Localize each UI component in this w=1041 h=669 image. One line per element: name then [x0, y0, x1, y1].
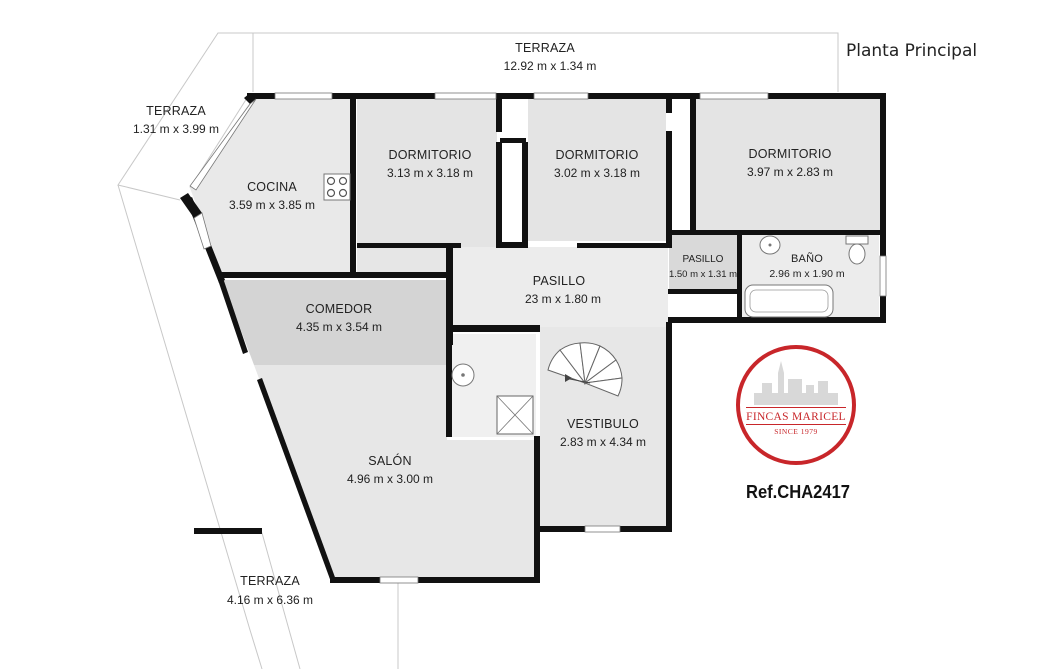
toilet-icon — [848, 243, 866, 265]
dormitorio2-floor — [528, 98, 666, 241]
window — [533, 92, 589, 100]
terraza-top-label: TERRAZA — [515, 41, 575, 55]
pasillo-small-label: PASILLO — [683, 254, 724, 265]
pasillo-main-floor — [450, 247, 668, 327]
bathtub-icon — [744, 284, 834, 318]
terraza-bottom-label: TERRAZA — [240, 574, 300, 588]
window — [274, 92, 333, 100]
dormitorio3-label: DORMITORIO — [748, 147, 831, 161]
dormitorio3-dims: 3.97 m x 2.83 m — [747, 165, 833, 179]
plan-title: Planta Principal — [846, 41, 978, 61]
spiral-staircase-icon — [547, 342, 623, 397]
dormitorio2-dims: 3.02 m x 3.18 m — [554, 166, 640, 180]
comedor-label: COMEDOR — [306, 302, 373, 316]
cocina-label: COCINA — [247, 180, 297, 194]
pasillo-main-label: PASILLO — [533, 274, 586, 288]
window — [193, 212, 212, 250]
window — [699, 92, 769, 100]
window — [434, 92, 497, 100]
room-labels: TERRAZA 12.92 m x 1.34 m TERRAZA 1.31 m … — [133, 41, 845, 607]
terraza-top-dims: 12.92 m x 1.34 m — [504, 59, 597, 73]
salon-dims: 4.96 m x 3.00 m — [347, 472, 433, 486]
dormitorio1-floor — [357, 98, 497, 248]
comedor-dims: 4.35 m x 3.54 m — [296, 320, 382, 334]
bano-dims: 2.96 m x 1.90 m — [769, 268, 845, 280]
window — [879, 255, 887, 297]
terraza-bottom-dims: 4.16 m x 6.36 m — [227, 593, 313, 607]
cocina-dims: 3.59 m x 3.85 m — [229, 198, 315, 212]
pasillo-main-dims: 23 m x 1.80 m — [525, 292, 601, 306]
pasillo-small-dims: 1.50 m x 1.31 m — [669, 269, 737, 280]
terraza-left-label: TERRAZA — [146, 104, 206, 118]
logo-since: SINCE 1979 — [774, 427, 818, 436]
cocina-floor — [190, 98, 352, 273]
salon-floor — [254, 365, 535, 578]
windows — [189, 92, 887, 584]
window — [584, 525, 621, 533]
stove-icon — [323, 173, 351, 201]
toilet-tank-icon — [845, 235, 869, 245]
walls — [180, 93, 886, 583]
dormitorio1-label: DORMITORIO — [388, 148, 471, 162]
comedor-floor — [222, 280, 447, 365]
terraza-left-dims: 1.31 m x 3.99 m — [133, 122, 219, 136]
fixtures — [323, 173, 869, 435]
fincas-maricel-logo: FINCAS MARICEL SINCE 1979 — [736, 345, 856, 465]
reference-code: Ref.CHA2417 — [746, 482, 851, 502]
dormitorio1-dims: 3.13 m x 3.18 m — [387, 166, 473, 180]
dormitorio2-label: DORMITORIO — [555, 148, 638, 162]
vestibulo-label: VESTIBULO — [567, 417, 639, 431]
closet-floor — [357, 248, 447, 273]
logo-name: FINCAS MARICEL — [746, 411, 846, 423]
window — [189, 98, 257, 191]
bano-label: BAÑO — [791, 252, 823, 265]
dormitorio3-floor — [696, 98, 881, 231]
skyline-icon — [754, 361, 838, 405]
vestibulo-dims: 2.83 m x 4.34 m — [560, 435, 646, 449]
window — [379, 576, 419, 584]
salon-label: SALÓN — [368, 453, 411, 468]
pasillo-small-floor — [669, 233, 738, 291]
